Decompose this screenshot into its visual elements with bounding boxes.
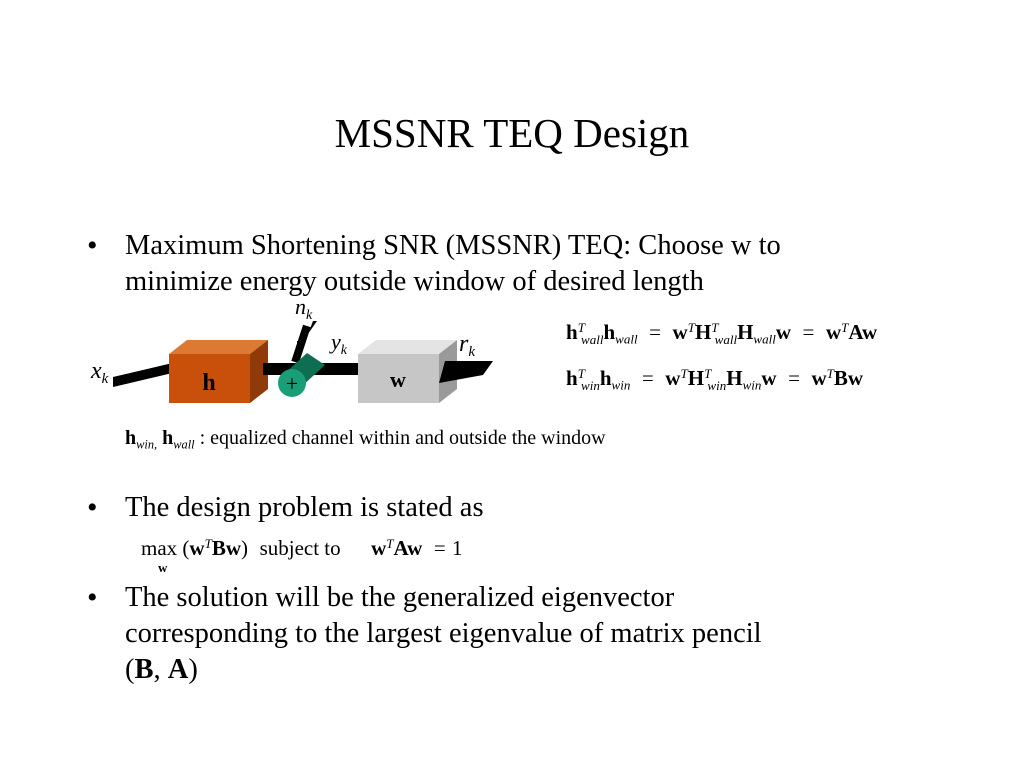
- equation-win: hTwinhwin = wTHTwinHwinw = wTBw: [566, 366, 864, 393]
- system-block-diagram: h + w xk nk yk rk: [90, 295, 493, 403]
- adder-front: [278, 369, 306, 397]
- channel-block-side: [250, 340, 268, 403]
- input-signal-bar: [113, 361, 181, 387]
- teq-block: w: [358, 340, 457, 403]
- equation-wall: hTwallhwall = wTHTwallHwallw = wTAw: [566, 320, 878, 347]
- channel-block-top: [169, 340, 268, 354]
- bullet-marker: •: [87, 491, 98, 524]
- teq-block-front: [358, 354, 439, 403]
- bullet-1-line-1: Maximum Shortening SNR (MSSNR) TEQ: Choo…: [125, 230, 781, 261]
- bullet-3-line-1: The solution will be the generalized eig…: [125, 582, 675, 613]
- sum-output-label: yk: [329, 329, 348, 358]
- channel-block-front: [169, 354, 250, 403]
- slide-title: MSSNR TEQ Design: [334, 110, 690, 156]
- input-label: xk: [90, 358, 109, 387]
- bullet-3-text: The solution will be the generalized eig…: [125, 580, 762, 688]
- adder-symbol: +: [286, 371, 298, 396]
- adder: +: [278, 353, 325, 397]
- teq-block-top: [358, 340, 457, 354]
- bullet-marker: •: [87, 581, 98, 614]
- bullet-1-line-2: minimize energy outside window of desire…: [125, 266, 704, 297]
- bullet-2-line-1: The design problem is stated as: [125, 492, 484, 523]
- bullet-2-text: The design problem is stated as: [125, 490, 484, 526]
- max-operator: max w: [141, 536, 178, 576]
- output-label: rk: [459, 331, 475, 360]
- bullet-marker: •: [87, 229, 98, 262]
- teq-block-label: w: [390, 367, 406, 392]
- output-signal-bar: [439, 361, 493, 383]
- channel-block-label: h: [202, 370, 215, 396]
- channel-caption: hwin, hwall : equalized channel within a…: [125, 427, 606, 452]
- bullet-3-line-2: corresponding to the largest eigenvalue …: [125, 618, 762, 649]
- noise-input-bar: [291, 324, 311, 364]
- channel-block: h: [169, 340, 268, 403]
- bullet-1-text: Maximum Shortening SNR (MSSNR) TEQ: Choo…: [125, 228, 781, 300]
- bullet-3-line-3: (B, A): [125, 654, 198, 685]
- optimization-problem: max w (wTBw) subject to wTAw =1: [141, 536, 463, 576]
- noise-label: nk: [295, 295, 313, 323]
